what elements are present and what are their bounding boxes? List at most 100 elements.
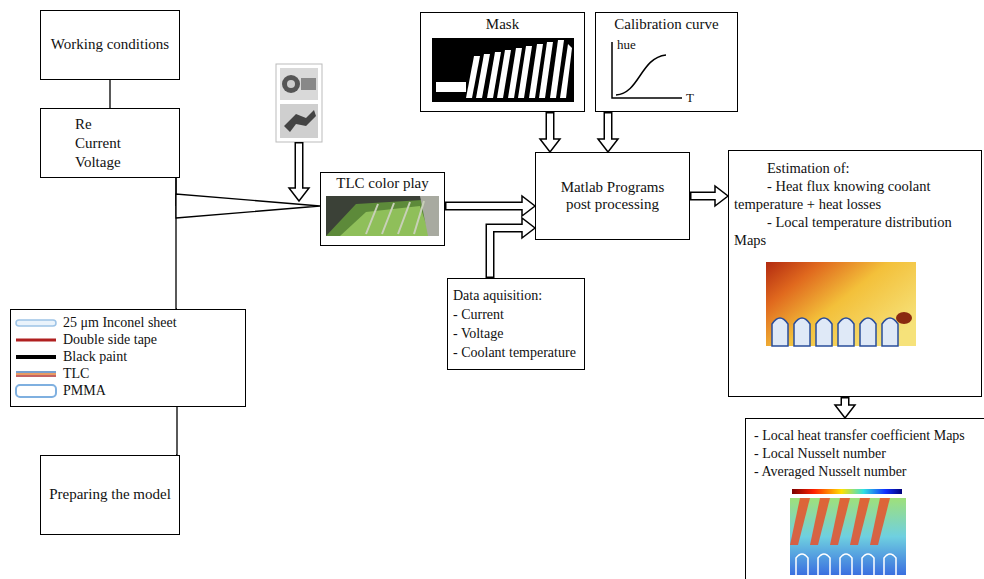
photo	[280, 104, 318, 138]
connector-path	[109, 80, 110, 108]
node-text: Black paint	[63, 348, 239, 365]
htc-map	[810, 498, 830, 545]
node-text: PMMA	[63, 382, 239, 399]
mask-image	[539, 42, 553, 98]
node-text: 25 μm Inconel sheet	[63, 314, 239, 331]
text-group: TLC color play	[325, 175, 440, 192]
text-group: 25 μm Inconel sheetDouble side tapeBlack…	[63, 314, 239, 399]
process-box: TLC color play	[320, 172, 445, 246]
block-arrow	[540, 112, 560, 152]
calibration-curve	[616, 55, 666, 95]
block-arrow	[835, 397, 855, 418]
mask-image	[560, 44, 572, 98]
node-text: Current	[75, 134, 173, 153]
text-group: Preparing the model	[45, 486, 175, 503]
node-text: Double side tape	[63, 331, 239, 348]
process-box: Preparing the model	[40, 455, 180, 535]
process-box: Mask	[420, 12, 585, 112]
block-arrow	[490, 218, 535, 278]
tlc-sample	[16, 371, 56, 373]
photo-detail	[284, 110, 316, 132]
temperature-map	[816, 318, 832, 346]
process-box: Estimation of:- Heat flux knowing coolan…	[728, 150, 982, 397]
color-bar	[792, 489, 902, 494]
tlc-photo	[340, 206, 430, 236]
node-text: - Local Nusselt number	[754, 445, 975, 463]
text-group: Mask	[425, 16, 580, 33]
node-text: - Heat flux knowing coolant temperature …	[734, 177, 977, 213]
node-text: - Local heat transfer coefficient Maps	[754, 427, 975, 445]
block-arrow	[296, 144, 302, 191]
tlc-photo	[326, 199, 439, 236]
pmma-sample	[16, 385, 56, 397]
arrow-fill	[490, 228, 524, 277]
node-text: Matlab Programs post processing	[554, 179, 671, 214]
axis-label: T	[686, 91, 694, 105]
process-box: ReCurrentVoltage	[40, 108, 180, 178]
process-box: Matlab Programs post processing	[535, 152, 690, 240]
process-box: 25 μm Inconel sheetDouble side tapeBlack…	[10, 309, 246, 407]
node-text: TLC color play	[325, 175, 440, 192]
text-group: Working conditions	[45, 36, 175, 53]
node-text: Voltage	[75, 153, 173, 172]
text-group: - Local heat transfer coefficient Maps- …	[754, 427, 975, 481]
node-text: - Local temperature distribution Maps	[734, 213, 977, 249]
connector-path	[176, 407, 177, 455]
photo	[280, 68, 318, 100]
arrow-fill	[692, 193, 718, 199]
tlc-sample	[16, 375, 56, 377]
block-arrow	[295, 142, 304, 189]
wedge-arrow	[176, 194, 320, 218]
mask-image	[476, 54, 490, 98]
connector-line	[110, 80, 111, 108]
node-text: Estimation of:	[734, 159, 977, 177]
node-text: Calibration curve	[600, 16, 733, 33]
node-text: - Coolant temperature	[453, 343, 581, 362]
connector-line	[176, 407, 177, 455]
photo-frame	[276, 64, 322, 142]
process-box: Calibration curve	[595, 12, 738, 112]
htc-map	[790, 498, 906, 575]
process-box: Data aquisition:- Current- Voltage- Cool…	[447, 278, 585, 370]
text-group: Estimation of:- Heat flux knowing coolan…	[734, 159, 977, 249]
node-text: Working conditions	[45, 36, 175, 53]
node-text: Data aquisition:	[453, 286, 581, 305]
node-text: Mask	[425, 16, 580, 33]
block-arrow	[690, 186, 728, 206]
temperature-map	[772, 318, 788, 346]
process-box: Working conditions	[40, 10, 180, 80]
node-text: TLC	[63, 365, 239, 382]
htc-map	[790, 498, 810, 545]
mask-image	[432, 38, 574, 102]
tlc-sample	[16, 373, 56, 375]
htc-map	[796, 554, 896, 575]
temperature-map	[882, 318, 898, 346]
node-text: Preparing the model	[45, 486, 175, 503]
temperature-map	[860, 318, 876, 346]
text-group: Calibration curve	[600, 16, 733, 33]
node-text: - Voltage	[453, 324, 581, 343]
block-arrow	[176, 178, 320, 218]
temperature-map	[766, 262, 916, 346]
node-text: - Current	[453, 305, 581, 324]
temperature-map	[838, 318, 854, 346]
tlc-photo	[366, 201, 424, 234]
arrow-outline	[490, 228, 522, 278]
process-box: - Local heat transfer coefficient Maps- …	[745, 418, 984, 579]
inconel-sample	[16, 320, 56, 326]
arrow-fill	[447, 203, 525, 209]
mask-image	[436, 82, 466, 92]
paint-sample	[16, 355, 56, 359]
photo-detail	[287, 80, 295, 88]
arrow-fill	[842, 399, 848, 408]
block-arrow	[445, 196, 535, 216]
photo-detail	[282, 75, 300, 93]
tlc-photo	[326, 196, 439, 236]
photo-detail	[301, 78, 316, 90]
htc-map	[870, 498, 890, 545]
mask-image	[518, 46, 532, 98]
arrow-fill	[547, 114, 553, 142]
temperature-map	[794, 318, 810, 346]
htc-map	[830, 498, 850, 545]
